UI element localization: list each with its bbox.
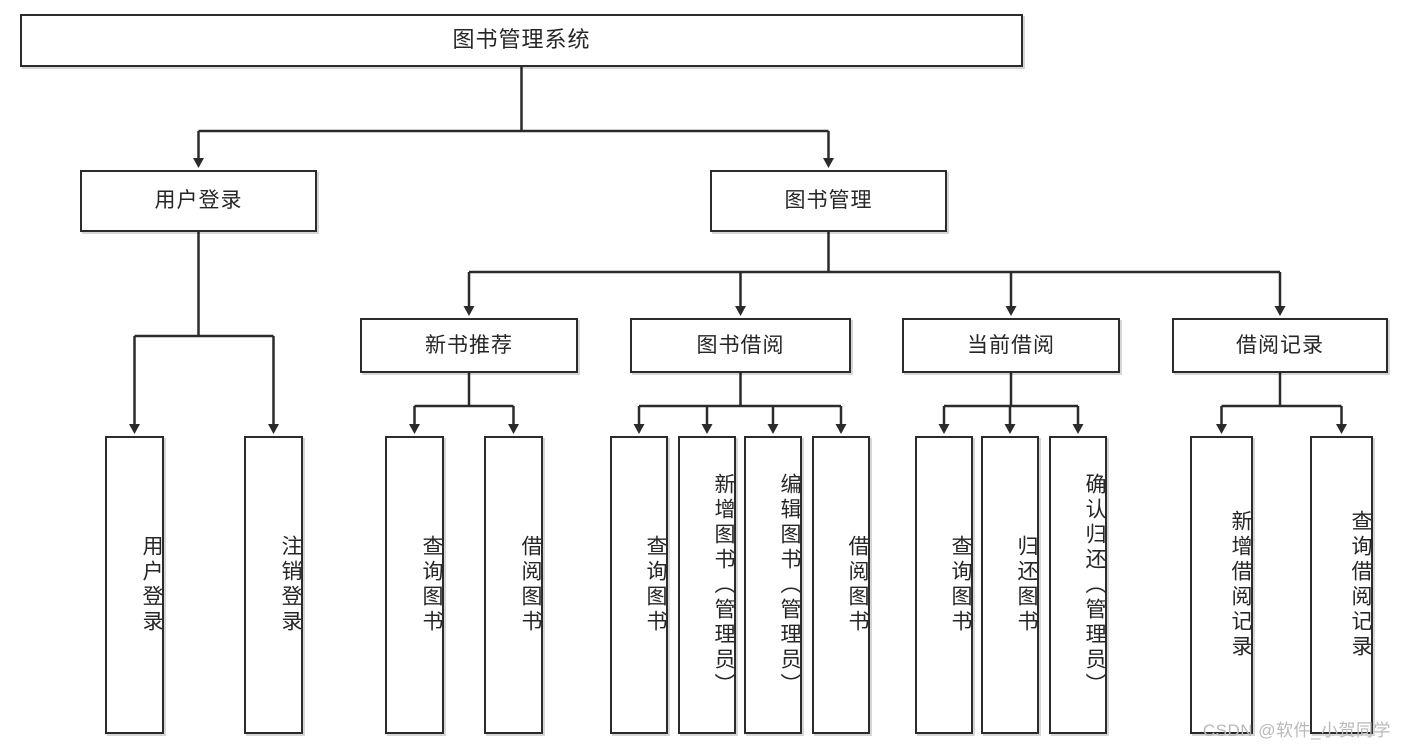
node-leaf-4[interactable]: 借阅图书 (484, 436, 543, 734)
node-leaf-12[interactable]: 新增借阅记录 (1190, 436, 1253, 734)
node-label: 归还图书 (1015, 535, 1038, 635)
node-label: 新书推荐 (425, 333, 513, 357)
node-label: 查询图书 (949, 535, 972, 635)
node-leaf-9[interactable]: 查询图书 (915, 436, 973, 734)
node-label: 查询借阅记录 (1349, 510, 1372, 660)
node-leaf-3[interactable]: 查询图书 (385, 436, 444, 734)
node-leaf-8[interactable]: 借阅图书 (812, 436, 870, 734)
node-leaf-5[interactable]: 查询图书 (610, 436, 668, 734)
node-leaf-10[interactable]: 归还图书 (981, 436, 1039, 734)
watermark-label: CSDN @软件_小贺同学 (1202, 721, 1391, 740)
node-current[interactable]: 当前借阅 (902, 318, 1120, 373)
node-label: 借阅图书 (519, 535, 542, 635)
node-label: 图书管理 (784, 189, 873, 213)
node-leaf-6[interactable]: 新增图书（管理员） (678, 436, 736, 734)
node-label: 注销登录 (279, 535, 302, 635)
node-label: 借阅记录 (1236, 333, 1324, 357)
node-records[interactable]: 借阅记录 (1172, 318, 1388, 373)
node-label: 用户登录 (140, 535, 163, 635)
node-bookmgmt[interactable]: 图书管理 (710, 170, 947, 232)
node-login[interactable]: 用户登录 (80, 170, 317, 232)
node-label: 图书管理系统 (452, 27, 591, 53)
node-label: 当前借阅 (967, 333, 1055, 357)
node-label: 编辑图书（管理员） (778, 472, 801, 698)
node-label: 借阅图书 (846, 535, 869, 635)
node-label: 图书借阅 (696, 333, 785, 357)
node-label: 新增借阅记录 (1229, 510, 1252, 660)
node-borrow[interactable]: 图书借阅 (630, 318, 851, 373)
node-label: 用户登录 (154, 189, 243, 213)
node-label: 查询图书 (420, 535, 443, 635)
node-newbook[interactable]: 新书推荐 (360, 318, 578, 373)
node-leaf-11[interactable]: 确认归还（管理员） (1049, 436, 1107, 734)
node-leaf-1[interactable]: 用户登录 (105, 436, 164, 734)
node-leaf-7[interactable]: 编辑图书（管理员） (744, 436, 802, 734)
node-leaf-13[interactable]: 查询借阅记录 (1310, 436, 1373, 734)
node-label: 查询图书 (644, 535, 667, 635)
node-label: 确认归还（管理员） (1083, 472, 1106, 698)
node-leaf-2[interactable]: 注销登录 (244, 436, 303, 734)
node-root[interactable]: 图书管理系统 (20, 14, 1023, 67)
node-label: 新增图书（管理员） (712, 472, 735, 698)
